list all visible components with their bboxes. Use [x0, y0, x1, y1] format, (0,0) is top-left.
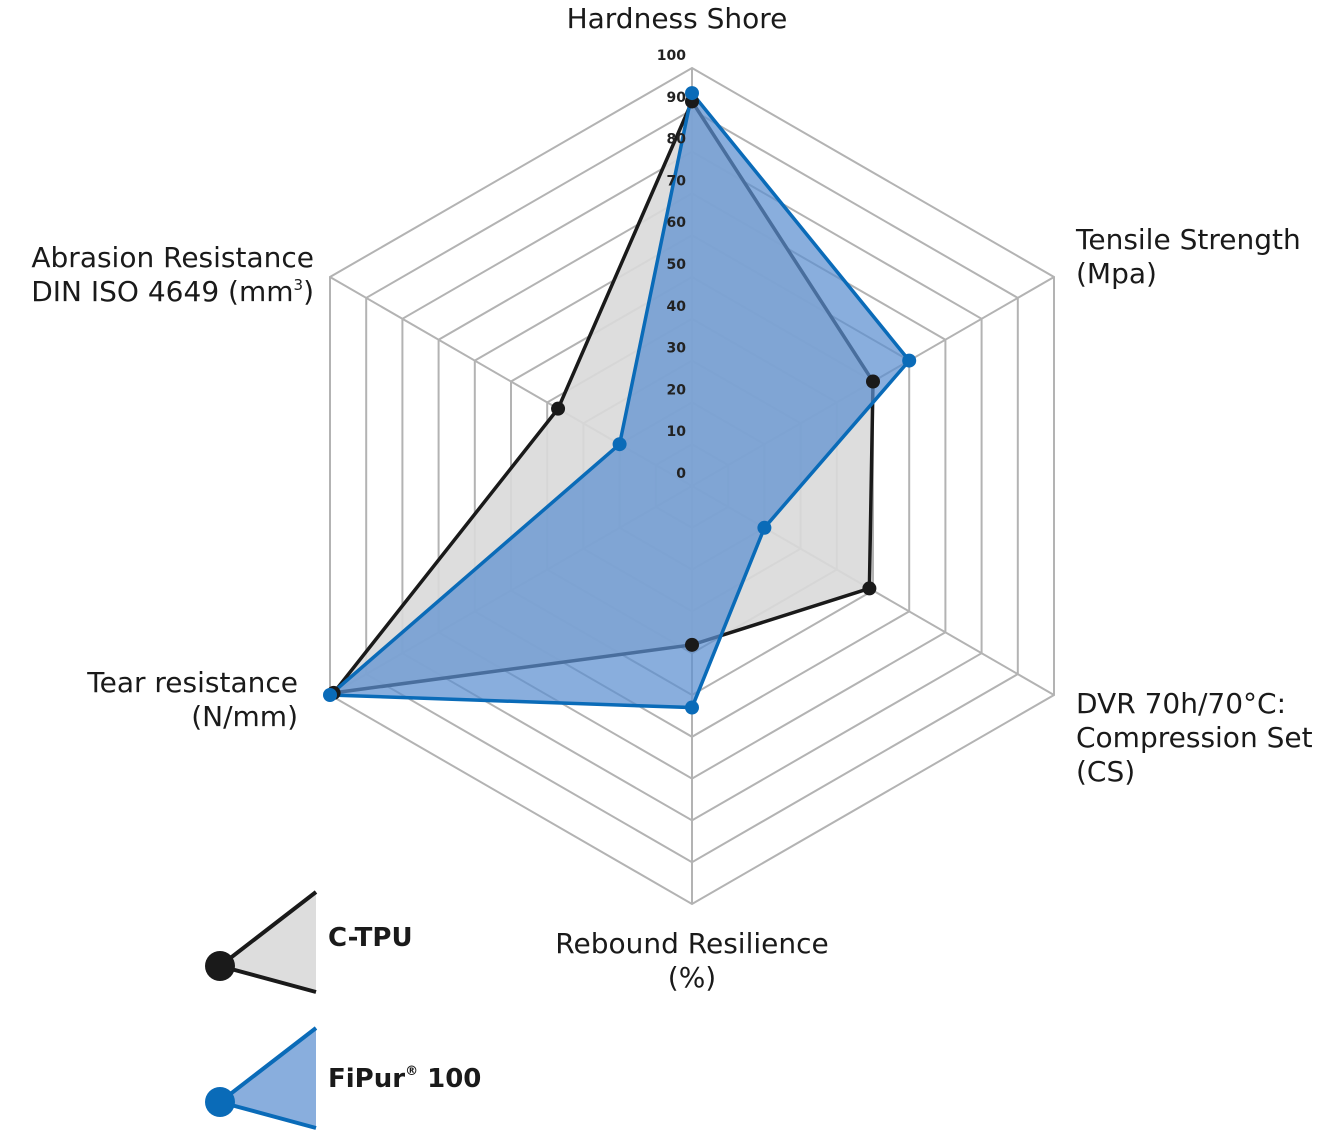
radial-tick-0: 0: [676, 466, 686, 482]
series-1-point-4: [323, 688, 338, 702]
series-0-point-1: [865, 374, 880, 389]
axis-label-abrasion: Abrasion Resistance DIN ISO 4649 (mm3): [31, 241, 314, 308]
radial-tick-90: 90: [667, 90, 687, 106]
radial-tick-30: 30: [667, 341, 687, 357]
series-1-point-5: [612, 437, 627, 452]
axis-label-compression-set: DVR 70h/70°C: Compression Set (CS): [1076, 687, 1313, 788]
series-1-point-2: [757, 520, 772, 535]
radial-tick-10: 10: [667, 424, 687, 440]
axis-label-rebound: Rebound Resilience (%): [555, 927, 829, 994]
legend-swatch-marker-1: [205, 1087, 235, 1117]
radial-tick-100: 100: [657, 48, 686, 64]
axis-label-tear: Tear resistance (N/mm): [87, 666, 298, 733]
series-1-point-3: [685, 700, 699, 715]
radial-tick-80: 80: [667, 132, 687, 148]
radial-tick-labels: 0 10 20 30 40 50 60 70 80 90 100: [657, 48, 686, 482]
series-1-point-0: [685, 86, 699, 101]
legend-swatches: [205, 890, 318, 1130]
radial-tick-70: 70: [667, 173, 687, 189]
axis-label-tensile: Tensile Strength (Mpa): [1076, 223, 1301, 290]
legend-swatch-fill-0: [220, 892, 316, 992]
series-0-point-3: [685, 637, 699, 652]
radial-tick-40: 40: [667, 299, 687, 315]
legend-label-ctpu: C-TPU: [328, 923, 413, 953]
series-1-point-1: [902, 353, 917, 368]
series-0-point-2: [862, 581, 877, 596]
radar-series: [323, 86, 917, 715]
radial-tick-50: 50: [667, 257, 687, 273]
legend-swatch-marker-0: [205, 951, 235, 981]
axis-label-hardness: Hardness Shore: [566, 2, 788, 35]
series-0-point-5: [551, 401, 566, 416]
radial-tick-20: 20: [667, 382, 687, 398]
radial-tick-60: 60: [667, 215, 687, 231]
legend-label-fipur: FiPur® 100: [328, 1064, 482, 1094]
legend-swatch-fill-1: [220, 1028, 316, 1128]
